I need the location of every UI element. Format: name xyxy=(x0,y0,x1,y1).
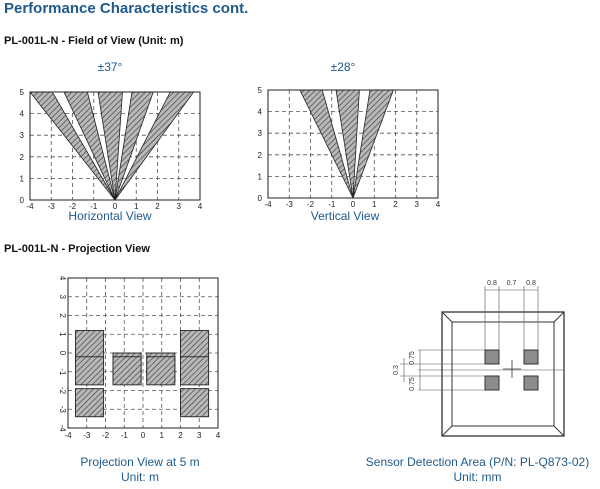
vertical-fov-x-tick: -1 xyxy=(328,200,336,208)
vertical-view-caption: Vertical View xyxy=(310,209,380,223)
projection-zone xyxy=(75,388,105,418)
sensor-package-inner xyxy=(451,321,555,427)
projection-x-tick: 0 xyxy=(141,431,146,440)
horizontal-fov-x-tick: -2 xyxy=(69,202,77,210)
projection-x-tick: -1 xyxy=(121,431,129,440)
sensor-detection-diagram: 0.8 0.7 0.8 0.3 0.75 0.75 xyxy=(393,280,565,437)
projection-y-tick: 2 xyxy=(58,313,67,318)
projection-y-tick: 4 xyxy=(58,276,67,281)
vertical-fov-chart: -4 -3 -2 -1 0 1 2 3 4 0 1 2 3 4 5 xyxy=(258,86,441,208)
vertical-fov-y-tick: 4 xyxy=(258,108,263,117)
horizontal-fov-x-tick: 4 xyxy=(198,202,203,210)
sensor-caption-line2: Unit: mm xyxy=(453,470,502,484)
projection-zone xyxy=(75,330,105,360)
projection-y-tick: -1 xyxy=(58,368,67,376)
sensor-cell xyxy=(523,375,539,391)
vertical-fov-y-tick: 5 xyxy=(258,86,263,95)
sensor-cell xyxy=(484,375,500,391)
projection-caption-line2: Unit: m xyxy=(120,470,159,484)
projection-x-tick: -4 xyxy=(64,431,72,440)
horizontal-fov-chart: -4 -3 -2 -1 0 1 2 3 4 0 1 2 3 4 5 xyxy=(20,88,203,210)
projection-y-tick: -4 xyxy=(58,424,67,432)
projection-zone xyxy=(112,356,142,386)
vertical-fov-x-tick: 1 xyxy=(372,200,377,208)
projection-zone xyxy=(75,356,105,386)
page-title: Performance Characteristics cont. xyxy=(4,0,249,17)
sensor-caption-line1: Sensor Detection Area (P/N: PL-Q873-02) xyxy=(365,455,590,469)
vertical-fov-y-tick: 1 xyxy=(258,172,263,181)
projection-zone xyxy=(180,388,210,418)
horizontal-fov-x-tick: -3 xyxy=(48,202,56,210)
horizontal-fov-x-tick: 2 xyxy=(155,202,160,210)
vertical-fov-y-tick: 0 xyxy=(258,194,263,203)
projection-view-chart: -4 -3 -2 -1 0 1 2 3 4 4 3 2 1 0 -1 -2 -3 -4 xyxy=(58,276,221,440)
horizontal-fov-x-tick: -1 xyxy=(90,202,98,210)
projection-x-tick: -2 xyxy=(102,431,110,440)
horizontal-angle-label: ±37° xyxy=(97,60,123,74)
sensor-package-outline xyxy=(441,311,565,437)
vertical-fov-beam xyxy=(352,89,394,199)
dim-top-1: 0.8 xyxy=(487,280,497,287)
vertical-angle-label: ±28° xyxy=(330,60,356,74)
sensor-cell xyxy=(484,349,500,365)
dim-top-2: 0.7 xyxy=(507,280,517,287)
dim-left-3: 0.75 xyxy=(409,377,416,391)
projection-x-tick: 2 xyxy=(178,431,183,440)
horizontal-fov-y-tick: 5 xyxy=(20,88,25,97)
sensor-cell xyxy=(523,349,539,365)
horizontal-fov-x-tick: -4 xyxy=(26,202,34,210)
horizontal-fov-y-tick: 4 xyxy=(20,110,25,119)
projection-x-tick: 1 xyxy=(160,431,165,440)
vertical-fov-x-tick: 4 xyxy=(436,200,441,208)
dim-top-3: 0.8 xyxy=(526,280,536,287)
vertical-fov-y-tick: 3 xyxy=(258,129,263,138)
projection-heading: PL-001L-N - Projection View xyxy=(4,243,150,255)
vertical-fov-x-tick: 3 xyxy=(415,200,420,208)
horizontal-fov-x-tick: 0 xyxy=(113,202,118,210)
horizontal-fov-y-tick: 0 xyxy=(20,196,25,205)
projection-x-tick: 4 xyxy=(216,431,221,440)
vertical-fov-y-tick: 2 xyxy=(258,151,263,160)
projection-y-tick: -2 xyxy=(58,387,67,395)
dim-left-1: 0.3 xyxy=(393,365,400,375)
dim-left-2: 0.75 xyxy=(409,351,416,365)
projection-zone xyxy=(146,356,176,386)
horizontal-fov-x-tick: 3 xyxy=(177,202,182,210)
fov-heading: PL-001L-N - Field of View (Unit: m) xyxy=(4,35,184,47)
horizontal-fov-x-tick: 1 xyxy=(134,202,139,210)
projection-y-tick: 3 xyxy=(58,295,67,300)
vertical-fov-x-tick: -4 xyxy=(264,200,272,208)
projection-zone xyxy=(180,330,210,360)
projection-y-tick: 1 xyxy=(58,332,67,337)
horizontal-fov-y-tick: 1 xyxy=(20,174,25,183)
vertical-fov-x-tick: -3 xyxy=(286,200,294,208)
horizontal-fov-y-tick: 3 xyxy=(20,131,25,140)
vertical-fov-x-tick: 0 xyxy=(351,200,356,208)
projection-x-tick: -3 xyxy=(83,431,91,440)
projection-caption-line1: Projection View at 5 m xyxy=(80,455,200,469)
projection-y-tick: 0 xyxy=(58,351,67,356)
vertical-fov-x-tick: -2 xyxy=(307,200,315,208)
projection-x-tick: 3 xyxy=(197,431,202,440)
horizontal-view-caption: Horizontal View xyxy=(68,209,152,223)
horizontal-fov-y-tick: 2 xyxy=(20,153,25,162)
projection-zone xyxy=(180,356,210,386)
projection-y-tick: -3 xyxy=(58,406,67,414)
vertical-fov-x-tick: 2 xyxy=(393,200,398,208)
